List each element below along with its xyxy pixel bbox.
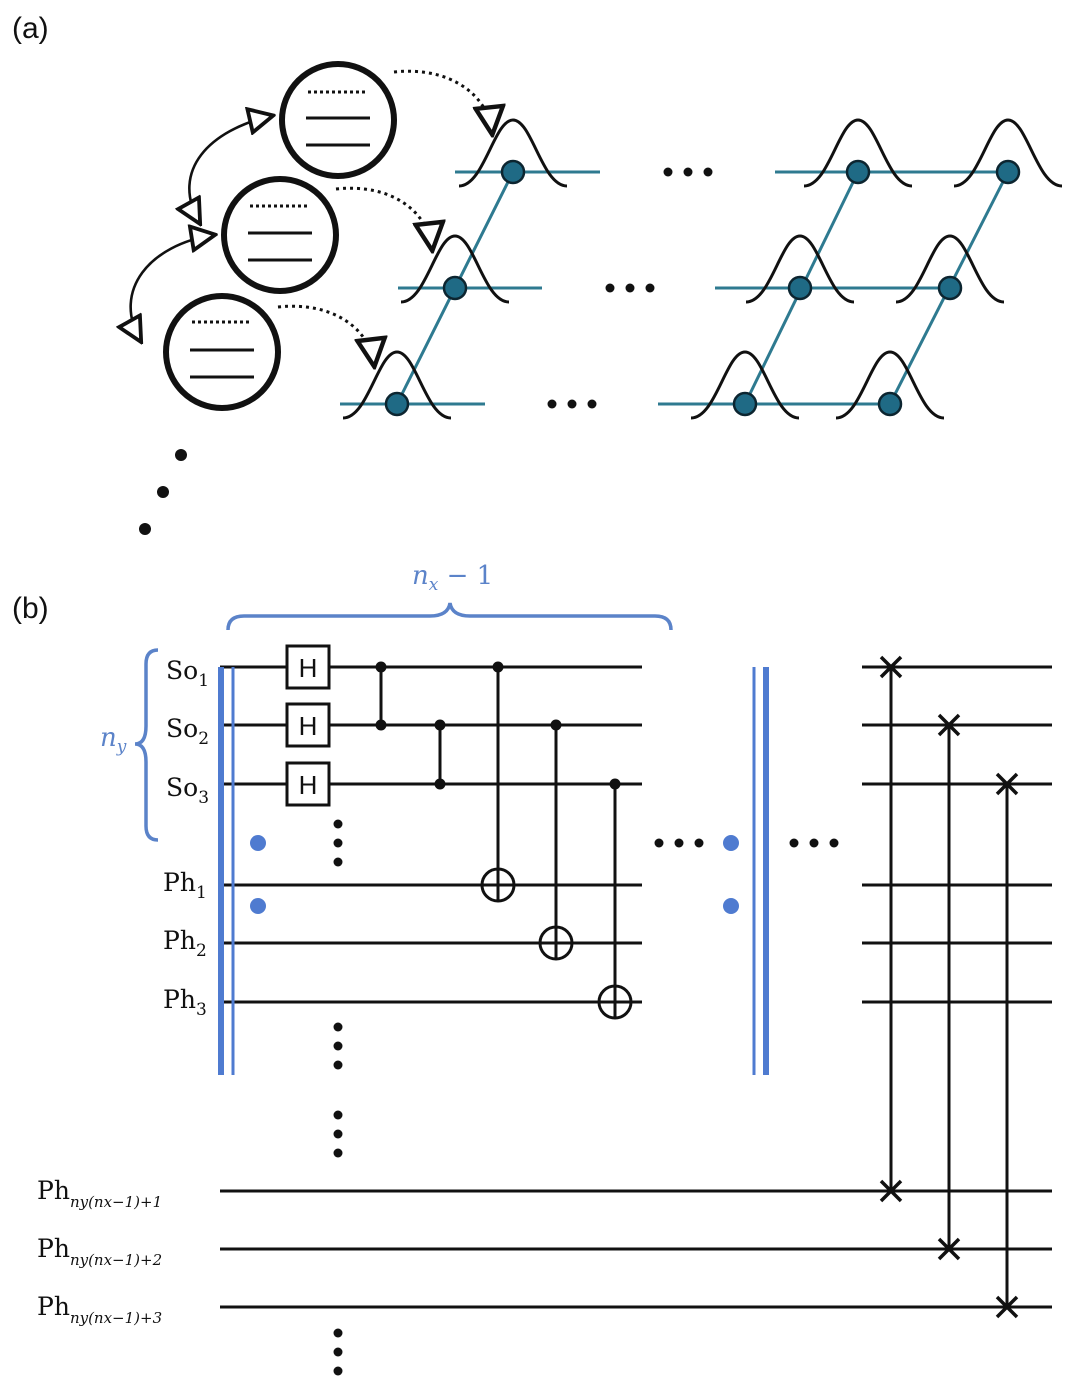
barrier-dots: [250, 835, 739, 914]
cz-gate-1: [375, 661, 387, 731]
emitter-bottom: [163, 293, 281, 411]
emission-arrow-top: [393, 69, 492, 132]
qubit-label-ph-n2: Phny(nx−1)+2: [37, 1234, 162, 1269]
swap-gate-1: [879, 655, 903, 1203]
cnot-gate-3: [597, 778, 633, 1020]
svg-text:H: H: [299, 653, 318, 683]
emitter-ellipsis: [139, 449, 187, 535]
qubit-labels: So1 So2 So3 Ph1 Ph2 Ph3 Phny(nx−1)+1 Phn…: [37, 656, 209, 1327]
barrier-left: [218, 667, 235, 1075]
svg-text:H: H: [299, 711, 318, 741]
left-brace-label: ny: [100, 723, 127, 757]
emission-arrow-bottom: [277, 304, 374, 364]
cz-gate-2: [434, 719, 446, 790]
lattice-ellipsis: [547, 167, 713, 409]
qubit-label-so2: So2: [166, 714, 209, 749]
panel-b-label: (b): [12, 592, 49, 625]
barrier-right: [752, 667, 769, 1075]
swap-gate-3: [995, 772, 1019, 1319]
coupling-arrow-bottom: [131, 235, 213, 340]
panel-a-label: (a): [12, 12, 49, 45]
qubit-label-ph3: Ph3: [163, 985, 207, 1020]
circuit-ellipsis: [333, 819, 839, 1376]
qubit-label-ph2: Ph2: [163, 926, 207, 961]
svg-text:H: H: [299, 770, 318, 800]
left-brace: [134, 648, 159, 842]
qubit-label-ph1: Ph1: [163, 868, 207, 903]
qubit-label-ph-n3: Phny(nx−1)+3: [37, 1292, 162, 1327]
swap-gate-2: [937, 713, 961, 1261]
qubit-label-ph-n1: Phny(nx−1)+1: [37, 1176, 162, 1211]
emitter-middle: [221, 176, 339, 294]
hadamard-gate-2: H: [285, 702, 331, 748]
qubit-label-so3: So3: [166, 773, 209, 808]
cnot-gate-1: [480, 661, 516, 903]
emitter-top: [279, 61, 397, 179]
hadamard-gate-1: H: [285, 644, 331, 690]
emission-arrow-middle: [335, 186, 432, 248]
cnot-gate-2: [538, 719, 574, 961]
top-brace-label: nx − 1: [412, 561, 493, 595]
coupling-arrow-top: [189, 116, 271, 222]
top-brace: [226, 602, 673, 631]
qubit-wires: [220, 665, 1052, 1309]
photon-nodes: [384, 159, 1021, 417]
wavepackets: [342, 118, 1063, 420]
qubit-label-so1: So1: [166, 656, 209, 691]
hadamard-gate-3: H: [285, 761, 331, 807]
